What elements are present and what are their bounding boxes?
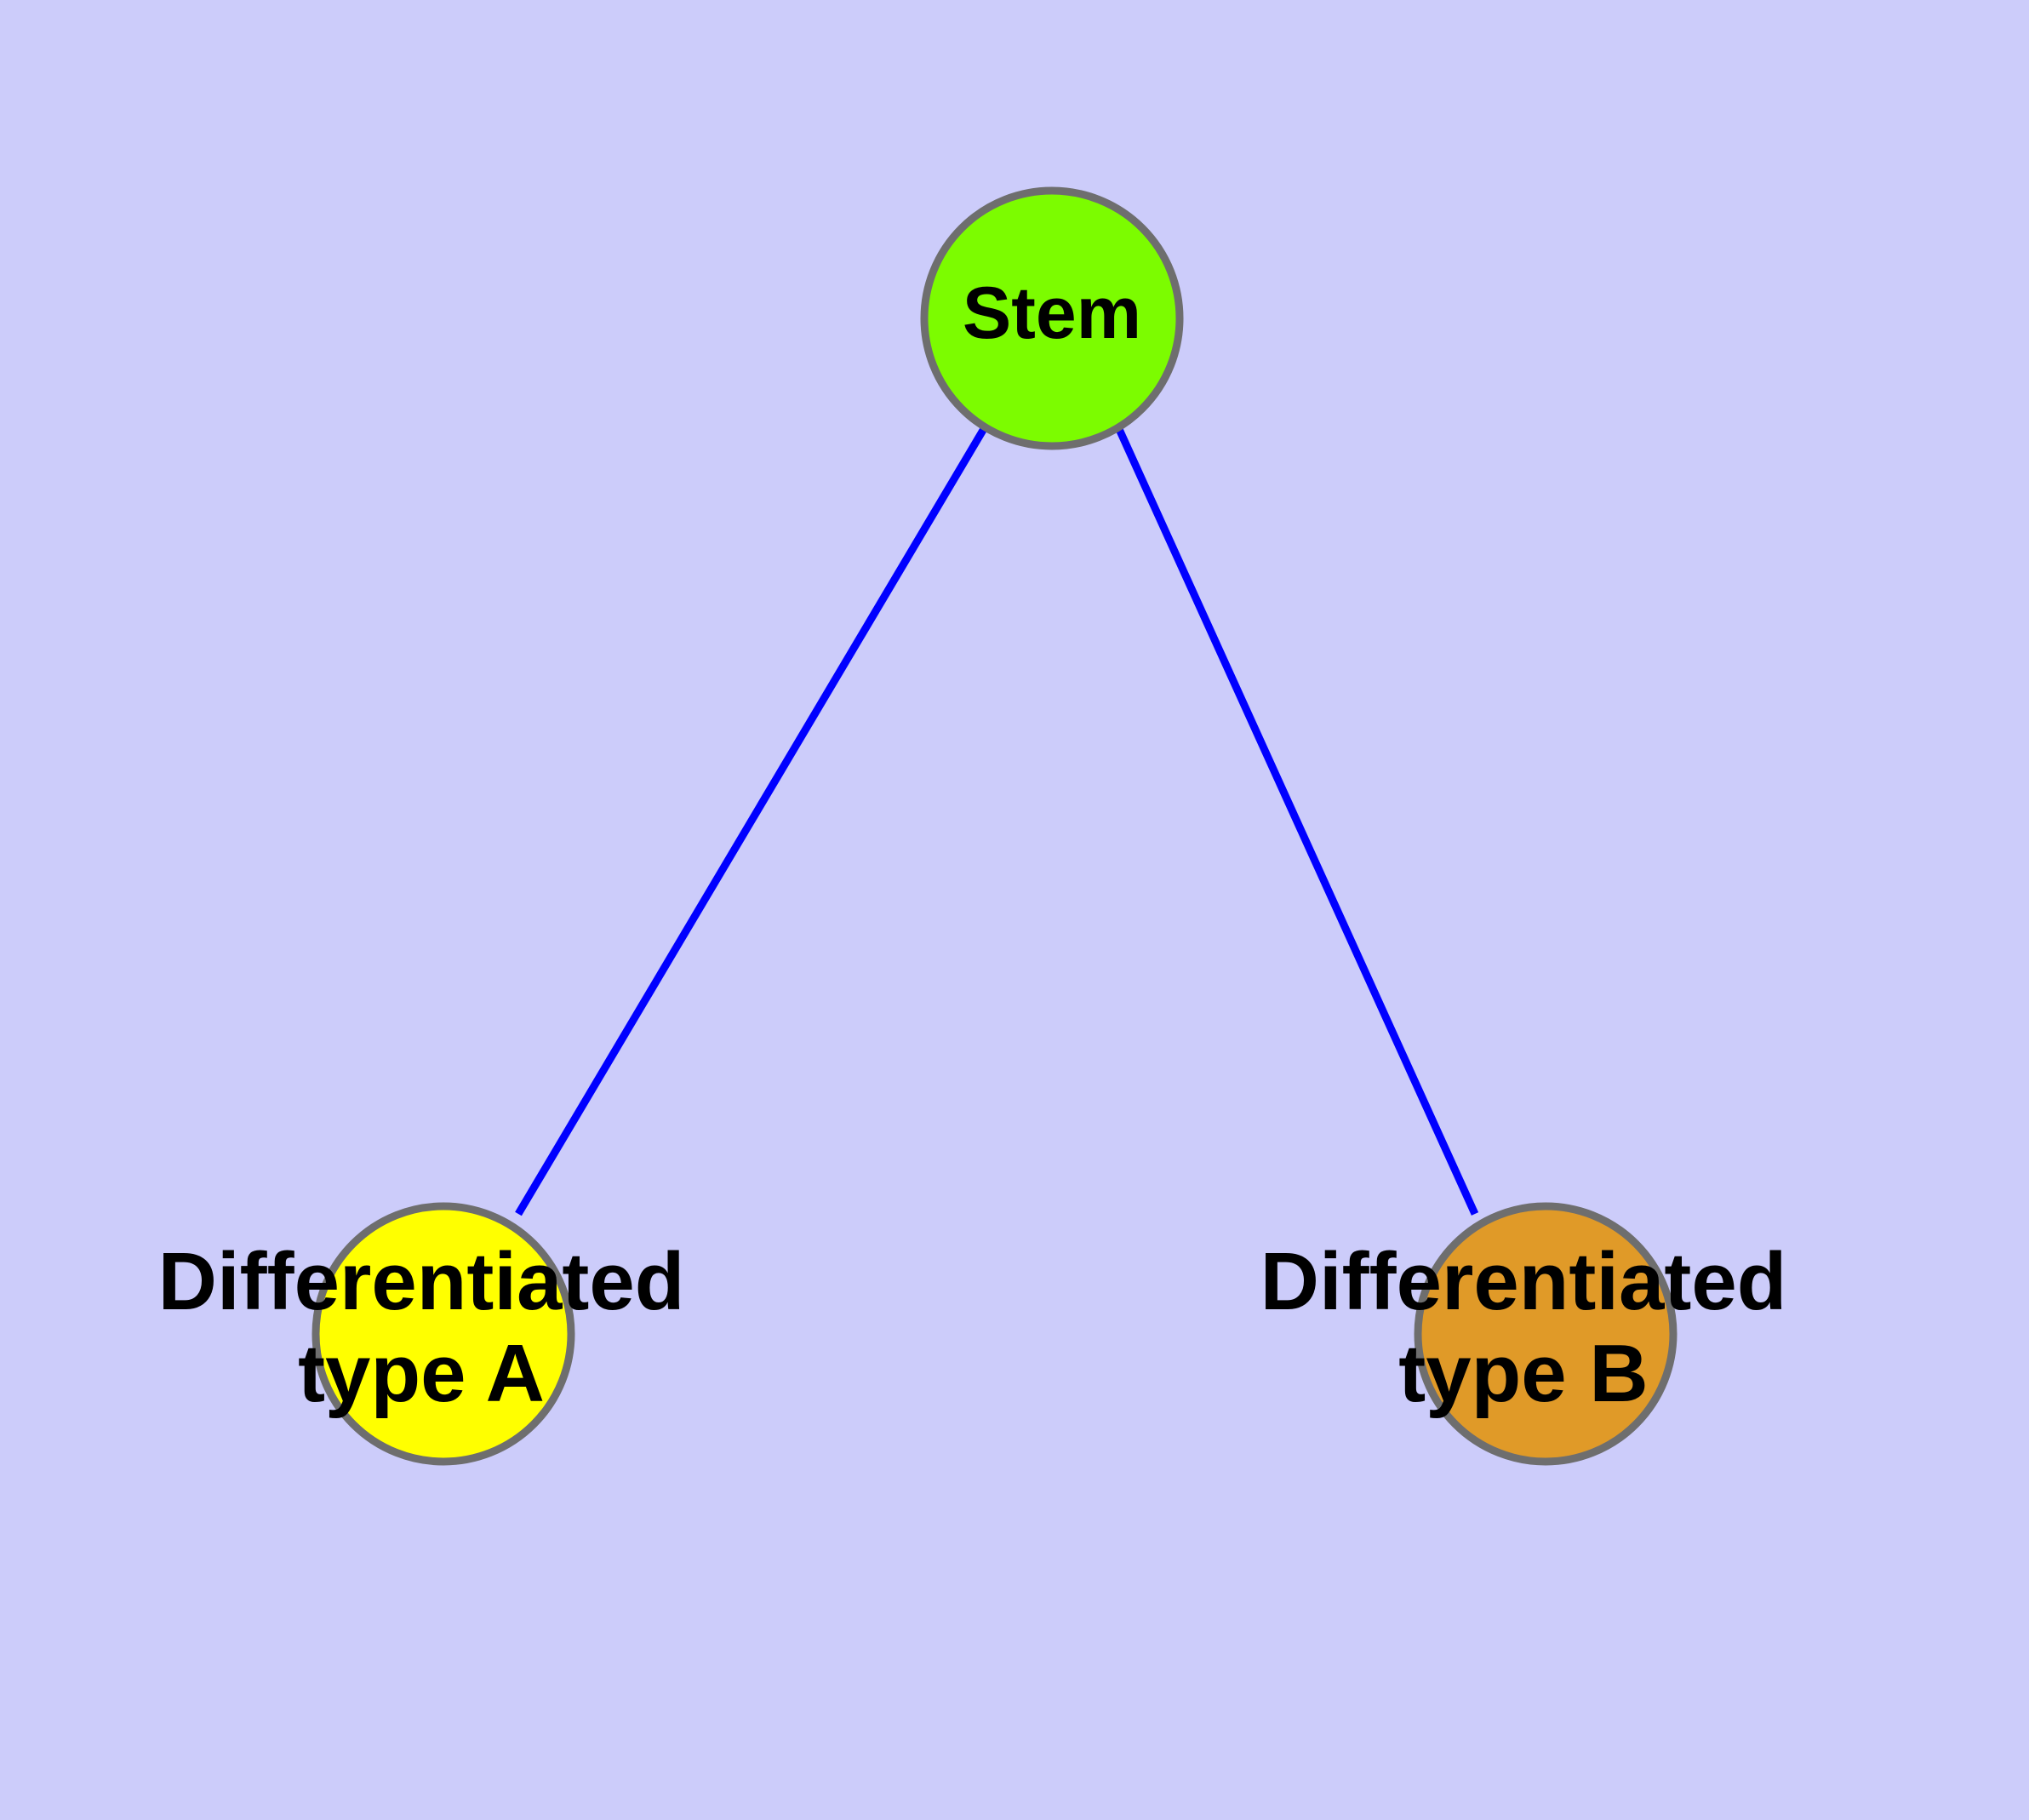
node-circle-differentiated-type-b[interactable]: [1414, 1202, 1677, 1466]
node-label-line: type A: [298, 1328, 545, 1419]
node-label-line: type B: [1398, 1328, 1648, 1419]
node-stem[interactable]: [920, 186, 1184, 450]
edge-group: [515, 425, 1479, 1216]
node-differentiated-type-a[interactable]: [311, 1202, 575, 1466]
node-circle-stem[interactable]: [920, 186, 1184, 450]
node-label-line: Differentiated: [158, 1237, 685, 1328]
node-differentiated-type-b[interactable]: [1414, 1202, 1677, 1466]
edge-stem-to-differentiated-type-a[interactable]: [515, 425, 988, 1216]
node-label-line: Differentiated: [1260, 1237, 1787, 1328]
node-circle-differentiated-type-a[interactable]: [311, 1202, 575, 1466]
node-group: [311, 186, 1677, 1466]
edge-stem-to-differentiated-type-b[interactable]: [1114, 426, 1479, 1216]
node-label-stem: Stem: [963, 272, 1141, 354]
node-label-line: Stem: [963, 272, 1141, 354]
